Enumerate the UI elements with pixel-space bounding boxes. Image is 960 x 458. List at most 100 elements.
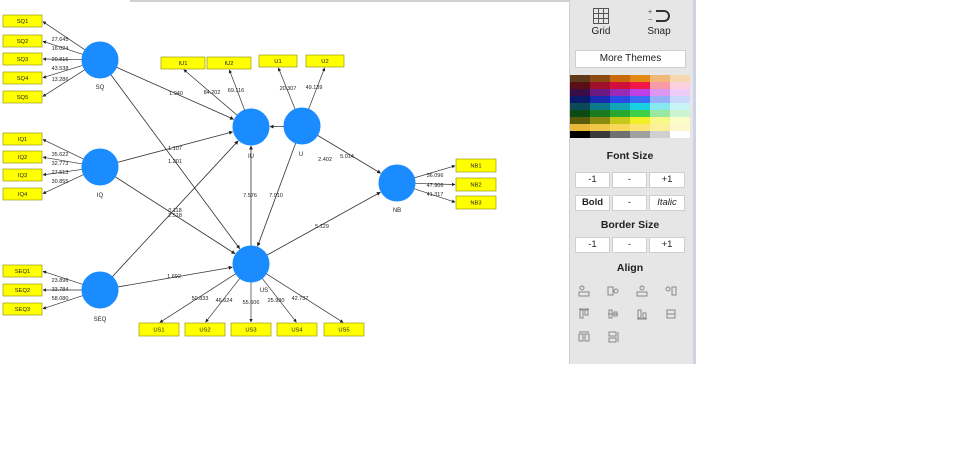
color-swatch[interactable] [570,117,590,124]
indicator-box[interactable] [276,322,318,337]
color-swatch[interactable] [670,96,690,103]
font-size-decrease-button[interactable]: -1 [575,172,610,188]
color-swatch[interactable] [590,110,610,117]
color-swatch[interactable] [570,124,590,131]
color-swatch[interactable] [590,103,610,110]
indicator-box[interactable] [2,132,43,146]
color-swatch[interactable] [570,75,590,82]
indicator-box[interactable] [305,54,345,68]
path-arrow-iq-iu[interactable] [117,130,234,163]
color-swatch[interactable] [650,96,670,103]
indicator-box[interactable] [138,322,180,337]
indicator-box[interactable] [258,54,298,68]
color-swatch[interactable] [670,89,690,96]
indicator-box[interactable] [2,90,43,104]
color-swatch[interactable] [590,89,610,96]
distribute-horizontal-icon[interactable] [578,331,590,343]
color-swatch[interactable] [650,103,670,110]
color-swatch[interactable] [650,124,670,131]
path-arrow-seq-iu[interactable] [111,140,239,278]
font-size-increase-button[interactable]: +1 [649,172,685,188]
color-swatch[interactable] [630,124,650,131]
color-swatch[interactable] [670,117,690,124]
color-swatch[interactable] [630,110,650,117]
construct-us[interactable] [232,245,270,283]
path-arrow-sq-us[interactable] [110,74,241,250]
indicator-box[interactable] [2,14,43,28]
grid-button[interactable]: Grid [576,8,626,40]
align-top-icon[interactable] [578,308,590,320]
color-swatch[interactable] [570,89,590,96]
color-swatch[interactable] [570,110,590,117]
path-arrow-seq-us[interactable] [117,265,233,288]
color-swatch[interactable] [590,124,610,131]
indicator-box[interactable] [455,158,497,173]
font-size-reset-button[interactable]: - [612,172,647,188]
indicator-box[interactable] [230,322,272,337]
indicator-box[interactable] [455,177,497,192]
path-arrow-u-nb[interactable] [317,134,382,174]
construct-iq[interactable] [81,148,119,186]
bold-button[interactable]: Bold [575,195,610,211]
color-swatch[interactable] [630,75,650,82]
color-swatch[interactable] [590,131,610,138]
border-size-decrease-button[interactable]: -1 [575,237,610,253]
align-left-icon[interactable] [578,285,590,297]
construct-nb[interactable] [378,164,416,202]
color-swatch[interactable] [610,96,630,103]
indicator-box[interactable] [160,56,206,70]
indicator-box[interactable] [2,187,43,201]
color-swatch[interactable] [570,82,590,89]
border-size-increase-button[interactable]: +1 [649,237,685,253]
more-themes-button[interactable]: More Themes [575,50,686,68]
construct-u[interactable] [283,107,321,145]
color-swatch[interactable] [590,75,610,82]
align-stretch-icon[interactable] [665,308,677,320]
indicator-box[interactable] [2,52,43,66]
path-arrow-u-us[interactable] [256,142,297,247]
color-swatch[interactable] [630,82,650,89]
color-swatch[interactable] [610,131,630,138]
color-swatch[interactable] [570,131,590,138]
color-swatch[interactable] [650,131,670,138]
indicator-box[interactable] [2,264,43,278]
color-swatch[interactable] [630,103,650,110]
construct-seq[interactable] [81,271,119,309]
color-swatch[interactable] [670,75,690,82]
color-swatch[interactable] [590,96,610,103]
color-swatch[interactable] [630,96,650,103]
indicator-box[interactable] [2,71,43,85]
construct-sq[interactable] [81,41,119,79]
color-swatch[interactable] [650,75,670,82]
indicator-box[interactable] [184,322,226,337]
color-swatch[interactable] [610,82,630,89]
color-swatch[interactable] [650,110,670,117]
color-swatch[interactable] [630,117,650,124]
color-swatch[interactable] [610,75,630,82]
path-arrow-sq-iu[interactable] [116,66,234,120]
color-swatch[interactable] [570,96,590,103]
color-swatch[interactable] [670,131,690,138]
snap-button[interactable]: + − Snap [634,8,684,40]
color-swatch[interactable] [590,82,610,89]
indicator-box[interactable] [206,56,252,70]
path-arrow-us-nb[interactable] [266,191,381,256]
align-middle-icon[interactable] [607,308,619,320]
color-swatch[interactable] [610,117,630,124]
color-swatch[interactable] [670,110,690,117]
indicator-box[interactable] [2,34,43,48]
font-style-reset-button[interactable]: - [612,195,647,211]
indicator-box[interactable] [2,302,43,316]
color-swatch[interactable] [610,103,630,110]
path-model-canvas[interactable]: 1.9401.2011.1070.1182.5181.6922.4027.910… [0,0,570,458]
color-swatch[interactable] [650,82,670,89]
color-swatch[interactable] [650,117,670,124]
color-swatch[interactable] [670,124,690,131]
italic-button[interactable]: Italic [649,195,685,211]
indicator-box[interactable] [2,150,43,164]
indicator-box[interactable] [2,168,43,182]
color-swatch[interactable] [610,89,630,96]
color-swatch[interactable] [670,103,690,110]
color-swatch[interactable] [570,103,590,110]
color-swatch[interactable] [590,117,610,124]
